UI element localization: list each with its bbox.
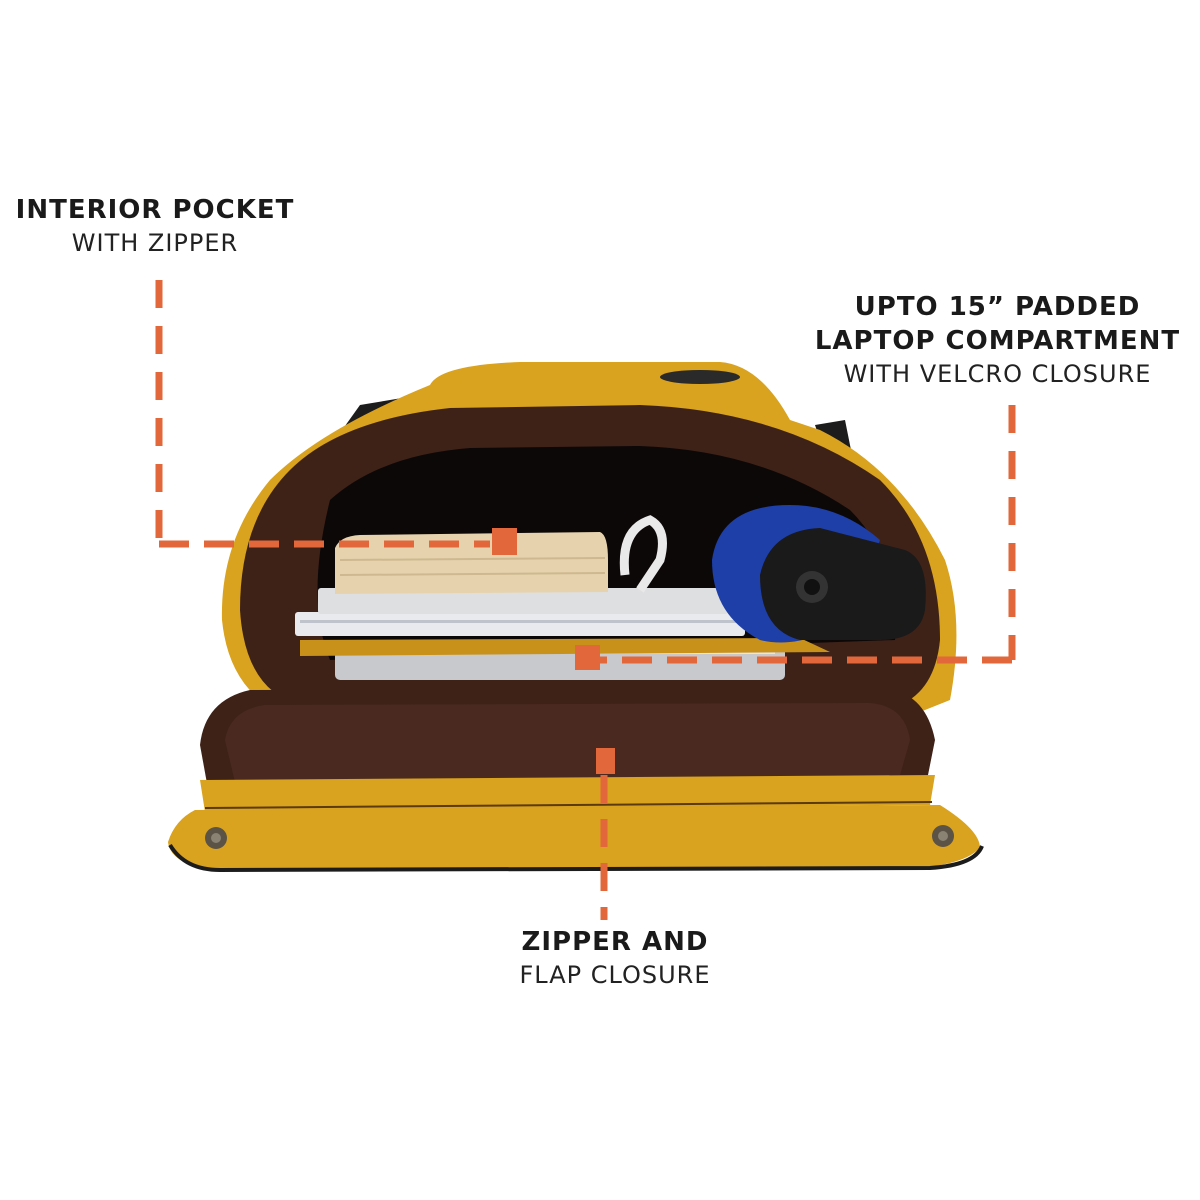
callout-closure: ZIPPER AND FLAP CLOSURE <box>470 925 760 991</box>
callout-closure-subtitle: FLAP CLOSURE <box>519 961 711 989</box>
callout-laptop-title-line2: LAPTOP COMPARTMENT <box>814 326 1181 356</box>
callout-lines <box>155 280 1016 920</box>
callout-laptop-compartment: UPTO 15” PADDED LAPTOP COMPARTMENT WITH … <box>795 290 1200 390</box>
callout-interior-pocket: INTERIOR POCKET WITH ZIPPER <box>5 193 305 259</box>
callout-laptop-title-line1: UPTO 15” PADDED <box>854 292 1141 322</box>
callout-closure-title: ZIPPER AND <box>521 927 709 957</box>
callout-laptop-subtitle: WITH VELCRO CLOSURE <box>843 360 1152 388</box>
callout-interior-pocket-subtitle: WITH ZIPPER <box>71 229 239 257</box>
callout-interior-pocket-title: INTERIOR POCKET <box>15 195 295 225</box>
callout-markers <box>492 528 615 774</box>
